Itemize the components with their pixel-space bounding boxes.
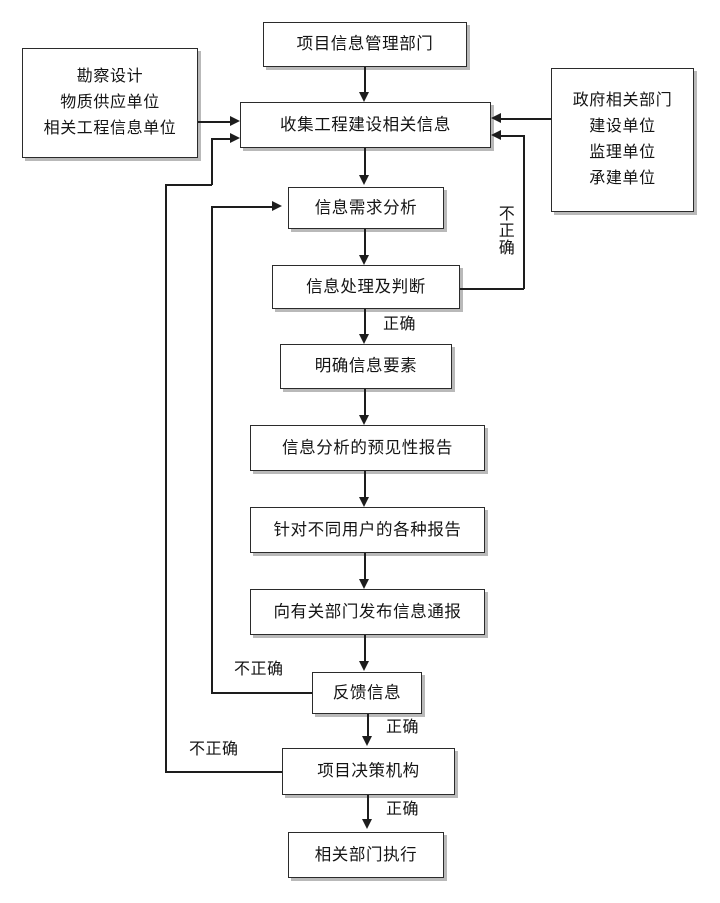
node-label: 向有关部门发布信息通报: [273, 601, 462, 621]
node-collect-info[interactable]: 收集工程建设相关信息: [240, 102, 491, 148]
arrowhead-decision-incorrect-to-collect: [230, 133, 240, 143]
arrowhead-processjudge-incorrect-to-collect: [491, 130, 501, 140]
edge-label-incorrect-decision: 不正确: [189, 741, 239, 758]
arrowhead-sourcesleft-to-collect: [230, 116, 240, 126]
arrowhead-decision-to-execute: [362, 819, 372, 829]
edge-feedback-incorrect-in: [211, 206, 274, 208]
node-label: 项目信息管理部门: [296, 34, 434, 54]
node-label: 反馈信息: [332, 682, 402, 702]
arrowhead-feedback-incorrect-to-demand: [272, 201, 282, 211]
source-left-line-2: 物质供应单位: [60, 94, 160, 112]
node-label: 相关部门执行: [314, 844, 418, 864]
source-left-line-1: 勘察设计: [76, 68, 144, 86]
edge-clarify-to-foresight: [364, 389, 366, 417]
edge-processjudge-incorrect-riser: [523, 135, 525, 289]
node-process-judge[interactable]: 信息处理及判断: [272, 265, 460, 309]
edge-label-incorrect-feedback: 不正确: [234, 661, 284, 678]
node-publish-bulletin[interactable]: 向有关部门发布信息通报: [250, 589, 485, 635]
source-right-line-3: 监理单位: [589, 144, 656, 161]
node-execute[interactable]: 相关部门执行: [288, 832, 444, 878]
edge-projectdept-to-collect: [364, 67, 366, 94]
node-label: 收集工程建设相关信息: [280, 114, 451, 134]
source-left-line-3: 相关工程信息单位: [43, 119, 177, 137]
edge-processjudge-to-clarify: [364, 309, 366, 336]
node-clarify-elements[interactable]: 明确信息要素: [280, 344, 452, 389]
edge-label-correct-feedback: 正确: [386, 719, 420, 736]
edge-processjudge-incorrect-in: [501, 135, 525, 137]
node-project-info-dept[interactable]: 项目信息管理部门: [263, 22, 467, 67]
node-feedback[interactable]: 反馈信息: [312, 672, 422, 714]
edge-decision-incorrect-out: [165, 771, 282, 773]
source-right-line-1: 政府相关部门: [572, 92, 673, 110]
edge-sourcesright-to-collect: [501, 118, 551, 120]
node-label: 信息处理及判断: [306, 276, 426, 296]
edge-feedback-to-decision: [367, 714, 369, 738]
node-decision-body[interactable]: 项目决策机构: [282, 748, 455, 795]
source-right-line-4: 承建单位: [589, 169, 656, 187]
edge-decision-to-execute: [367, 795, 369, 821]
node-label: 明确信息要素: [314, 356, 418, 376]
edge-feedback-incorrect-riser: [211, 206, 213, 693]
edge-decision-incorrect-riser: [165, 184, 167, 772]
edge-collect-to-demand: [364, 148, 366, 177]
node-sources-left[interactable]: 勘察设计 物质供应单位 相关工程信息单位: [22, 48, 198, 158]
arrowhead-demand-to-processjudge: [359, 255, 369, 265]
node-foresight-report[interactable]: 信息分析的预见性报告: [250, 425, 485, 471]
arrowhead-collect-to-demand: [359, 175, 369, 185]
arrowhead-clarify-to-foresight: [359, 415, 369, 425]
edge-decision-incorrect-in: [165, 184, 212, 186]
edge-label-correct-decision: 正确: [386, 801, 420, 818]
edge-decision-incorrect-riser2: [211, 138, 213, 185]
node-label: 针对不同用户的各种报告: [273, 519, 462, 539]
edge-sourcesleft-to-collect: [198, 121, 232, 123]
edge-publish-to-feedback: [364, 635, 366, 663]
edge-decision-incorrect-in2: [211, 138, 232, 140]
edge-feedback-incorrect-out: [211, 692, 312, 694]
node-demand-analysis[interactable]: 信息需求分析: [288, 187, 444, 229]
arrowhead-sourcesright-to-collect: [491, 113, 501, 123]
node-label: 项目决策机构: [317, 761, 420, 781]
node-label: 信息需求分析: [314, 197, 418, 217]
edge-processjudge-incorrect-out: [460, 288, 524, 290]
edge-label-correct-processjudge: 正确: [383, 316, 417, 333]
node-sources-right[interactable]: 政府相关部门 建设单位 监理单位 承建单位: [551, 68, 694, 212]
arrowhead-userreports-to-publish: [359, 579, 369, 589]
edge-label-incorrect-processjudge: 不正确: [495, 205, 513, 256]
node-user-reports[interactable]: 针对不同用户的各种报告: [250, 507, 485, 553]
arrowhead-foresight-to-userreports: [359, 497, 369, 507]
arrowhead-projectdept-to-collect: [359, 92, 369, 102]
arrowhead-feedback-to-decision: [362, 736, 372, 746]
node-label: 信息分析的预见性报告: [282, 437, 453, 457]
arrowhead-processjudge-to-clarify: [359, 334, 369, 344]
edge-demand-to-processjudge: [364, 229, 366, 257]
source-right-line-2: 建设单位: [589, 118, 656, 136]
edge-foresight-to-userreports: [364, 471, 366, 499]
edge-userreports-to-publish: [364, 553, 366, 581]
arrowhead-publish-to-feedback: [359, 661, 369, 671]
